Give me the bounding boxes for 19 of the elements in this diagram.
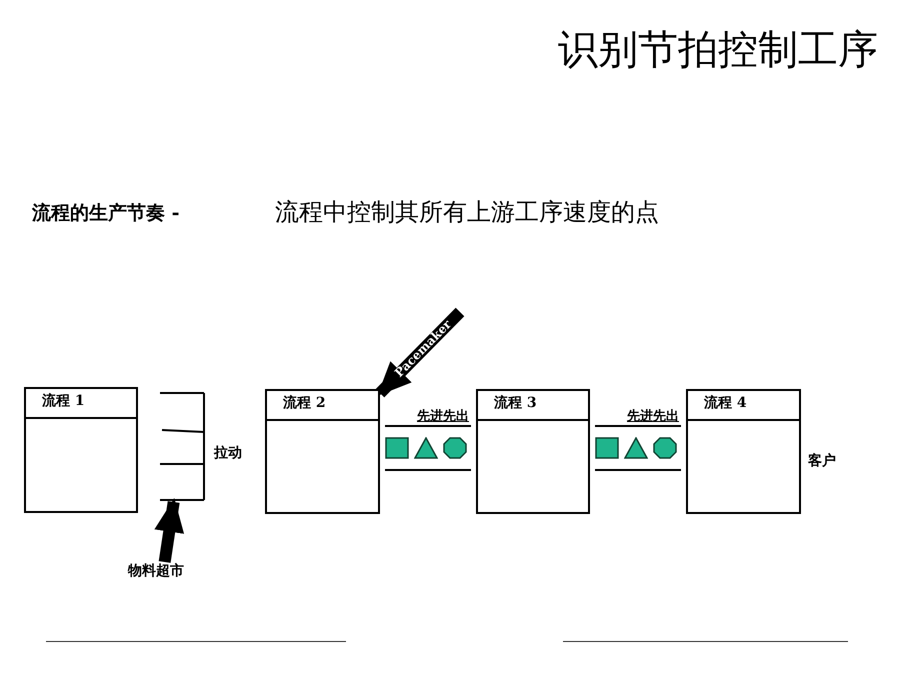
caption-text: 物料超市 bbox=[128, 562, 198, 584]
process-title: 流程 2 bbox=[283, 394, 326, 412]
process-title: 流程 4 bbox=[704, 394, 747, 412]
annotation-text: 拉动 bbox=[214, 444, 242, 462]
subtitle-text: 流程的生产节奏 - bbox=[32, 201, 180, 226]
lane-label: 先进先出 bbox=[627, 408, 679, 425]
annotation-text: 客户 bbox=[808, 452, 836, 470]
subtitle-text: 流程中控制其所有上游工序速度的点 bbox=[275, 197, 659, 228]
slide-title: 识别节拍控制工序 bbox=[558, 26, 878, 75]
process-title: 流程 3 bbox=[494, 394, 537, 412]
process-title: 流程 1 bbox=[42, 392, 85, 410]
lane-label: 先进先出 bbox=[417, 408, 469, 425]
process-box bbox=[476, 389, 590, 514]
arrow bbox=[376, 308, 464, 398]
process-box bbox=[686, 389, 801, 514]
shelf-drawing bbox=[158, 392, 206, 502]
process-box bbox=[265, 389, 380, 514]
process-box bbox=[24, 387, 138, 513]
arrow bbox=[154, 498, 184, 563]
